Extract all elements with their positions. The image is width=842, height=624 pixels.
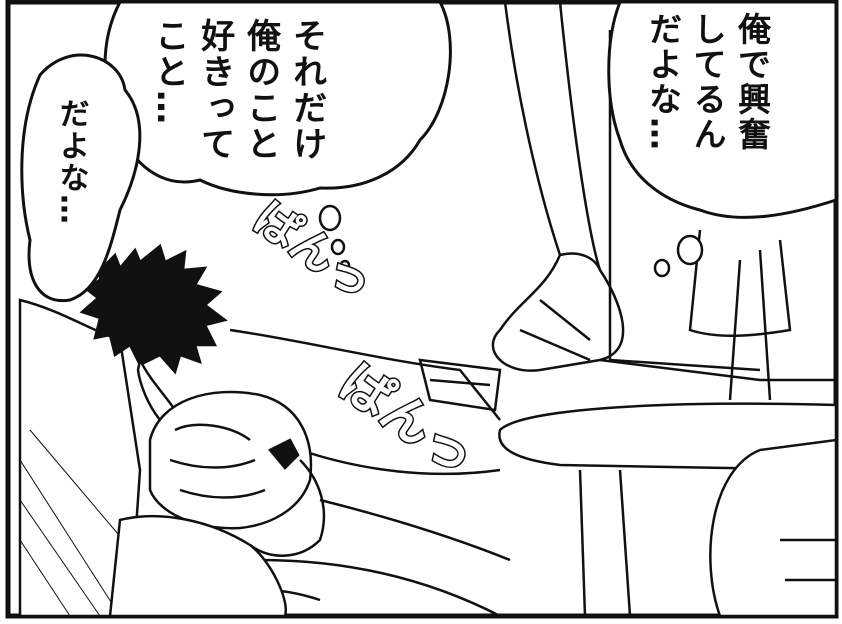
thought-text-right: 俺で興奮 してるん だよな… bbox=[643, 12, 772, 152]
window-and-curtains bbox=[491, 1, 836, 401]
thought-bubble-left bbox=[20, 0, 452, 303]
thought-dots-left bbox=[318, 204, 351, 271]
girl-figure bbox=[108, 390, 326, 618]
table bbox=[498, 402, 838, 618]
thought-dots-right bbox=[653, 234, 704, 278]
thought-bubble-right bbox=[607, 0, 838, 219]
thought-text-left-top: それだけ 俺のこと 好きって こと… bbox=[148, 18, 327, 162]
thought-text-left-side: だよな… bbox=[53, 98, 89, 226]
